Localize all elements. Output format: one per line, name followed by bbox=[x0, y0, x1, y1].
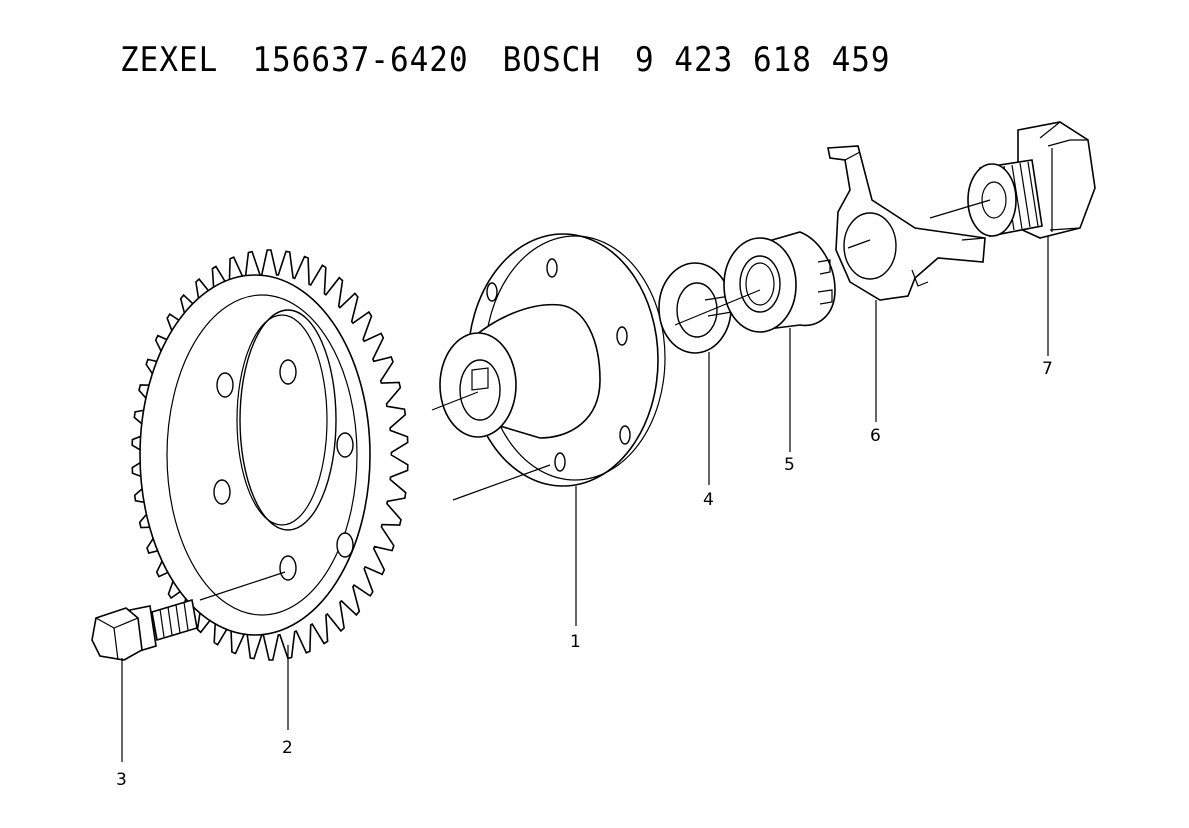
threaded-plug-part bbox=[967, 121, 1096, 239]
callout-2: 2 bbox=[282, 738, 293, 758]
bolt-part bbox=[91, 598, 198, 661]
zexel-part-number: 156637-6420 bbox=[252, 40, 469, 80]
assembly-lines bbox=[199, 199, 991, 601]
hub-bolt-holes bbox=[486, 258, 631, 472]
callout-7: 7 bbox=[1042, 359, 1053, 379]
gear-part bbox=[131, 249, 409, 661]
gear-bolt-holes bbox=[213, 359, 354, 581]
lock-plate-part bbox=[827, 145, 986, 301]
hub-flange-part bbox=[439, 233, 666, 487]
brand-bosch: BOSCH bbox=[502, 40, 601, 80]
callout-numbers: 1 2 3 4 5 6 7 bbox=[116, 359, 1053, 790]
washer-part bbox=[658, 262, 733, 354]
brand-zexel: ZEXEL bbox=[120, 40, 219, 80]
callout-6: 6 bbox=[870, 426, 881, 446]
slotted-nut-part bbox=[723, 231, 836, 333]
part-number-header: ZEXEL 156637-6420 BOSCH 9 423 618 459 bbox=[120, 36, 891, 84]
callout-1: 1 bbox=[570, 632, 581, 652]
callout-5: 5 bbox=[784, 455, 795, 475]
bosch-part-number: 9 423 618 459 bbox=[634, 40, 891, 80]
leader-lines bbox=[121, 236, 1049, 762]
callout-3: 3 bbox=[116, 770, 127, 790]
callout-4: 4 bbox=[703, 490, 714, 510]
